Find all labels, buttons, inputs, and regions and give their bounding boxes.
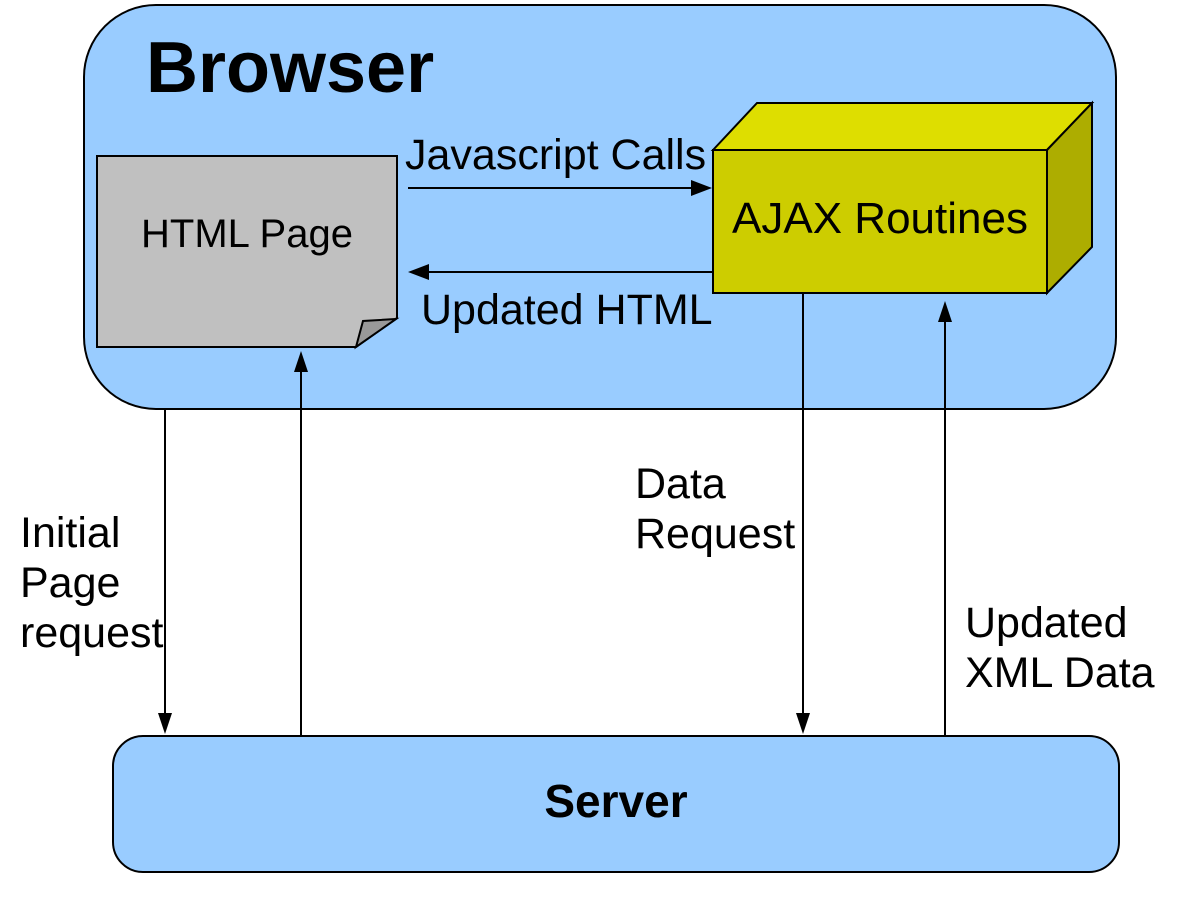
server-box xyxy=(112,735,1120,873)
ajax-box-front xyxy=(712,149,1048,294)
updated-xml-data-label: Updated XML Data xyxy=(965,598,1155,698)
ajax-routines-label: AJAX Routines xyxy=(732,194,1028,243)
data-request-label: Data Request xyxy=(635,459,795,559)
page-fold xyxy=(354,317,400,350)
updated-xml-data-arrow xyxy=(938,301,952,735)
updated-html-label: Updated HTML xyxy=(421,286,713,334)
server-label: Server xyxy=(544,775,688,827)
javascript-calls-label: Javascript Calls xyxy=(405,131,707,179)
initial-page-request-arrow xyxy=(158,409,172,734)
data-request-line1: Data xyxy=(635,460,726,508)
data-request-arrow xyxy=(796,294,810,734)
data-request-line2: Request xyxy=(635,510,796,558)
updated-html-arrow xyxy=(408,264,713,280)
initial-page-request-line1: Initial xyxy=(20,509,121,557)
ajax-box-top xyxy=(710,102,1095,151)
javascript-calls-arrow xyxy=(408,180,712,196)
initial-page-request-line2: Page xyxy=(20,559,121,607)
initial-page-request-line3: request xyxy=(20,609,164,657)
updated-xml-data-line2: XML Data xyxy=(965,649,1155,697)
updated-xml-data-line1: Updated xyxy=(965,599,1128,647)
browser-title: Browser xyxy=(146,28,435,108)
initial-page-request-label: Initial Page request xyxy=(20,508,163,658)
page-response-arrow xyxy=(294,351,308,735)
html-page-label: HTML Page xyxy=(141,212,353,256)
